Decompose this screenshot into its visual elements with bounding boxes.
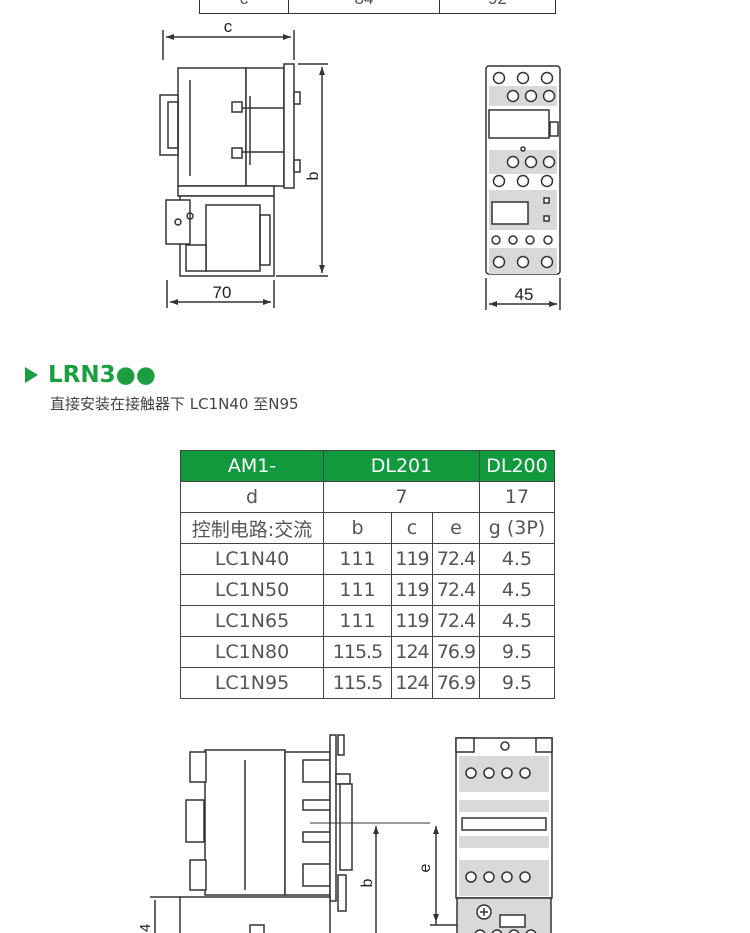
table-cell: 76.9 (432, 636, 480, 668)
table-cell: LC1N50 (180, 574, 324, 606)
dimension-c-label: c (224, 17, 233, 36)
table-row: c 84 92 (199, 0, 556, 14)
section-subtitle: 直接安装在接触器下 LC1N40 至N95 (50, 395, 299, 413)
header-cell-dl200: DL200 (479, 450, 555, 482)
table-row: LC1N95 115.5 124 76.9 9.5 (180, 667, 555, 699)
table-cell: 9.5 (479, 636, 555, 668)
top-dimension-table: c 84 92 (199, 0, 556, 14)
table-cell: 111 (323, 605, 392, 637)
section-title: LRN3●● (25, 362, 156, 388)
table-cell: LC1N40 (180, 543, 324, 575)
table-cell: 4.5 (479, 543, 555, 575)
table-cell: 119 (391, 543, 433, 575)
table-cell: 72.4 (432, 543, 480, 575)
table-row: 控制电路:交流 b c e g (3P) (180, 512, 555, 544)
table-row: LC1N80 115.5 124 76.9 9.5 (180, 636, 555, 668)
section-title-text: LRN3●● (48, 362, 156, 388)
table-cell: LC1N95 (180, 667, 324, 699)
table-cell: d (180, 481, 324, 513)
table-cell: LC1N80 (180, 636, 324, 668)
triangle-bullet-icon (25, 367, 38, 383)
header-cell-am1: AM1- (180, 450, 324, 482)
dimension-4-label: 4 (137, 924, 154, 932)
table-row: LC1N65 111 119 72.4 4.5 (180, 605, 555, 637)
table-cell: 92 (439, 0, 556, 14)
table-cell: 4.5 (479, 605, 555, 637)
header-cell-dl201: DL201 (323, 450, 480, 482)
table-cell: 控制电路:交流 (180, 512, 324, 544)
spec-table: AM1- DL201 DL200 d 7 17 控制电路:交流 b c e g … (180, 450, 555, 699)
table-cell: LC1N65 (180, 605, 324, 637)
table-cell: 76.9 (432, 667, 480, 699)
table-cell: b (323, 512, 392, 544)
table-cell: 72.4 (432, 574, 480, 606)
table-row: LC1N40 111 119 72.4 4.5 (180, 543, 555, 575)
dimension-70-label: 70 (213, 283, 232, 302)
dimension-b-label: b (359, 878, 376, 887)
table-header-row: AM1- DL201 DL200 (180, 450, 555, 482)
contactor-side-view-drawing: c b 70 45 (159, 17, 561, 310)
table-cell: 72.4 (432, 605, 480, 637)
dimension-b-label: b (305, 171, 322, 180)
table-cell: 17 (479, 481, 555, 513)
dimension-e-label: e (417, 863, 434, 872)
table-row: d 7 17 (180, 481, 555, 513)
table-cell: 124 (391, 667, 433, 699)
table-cell: 9.5 (479, 667, 555, 699)
table-cell: 119 (391, 574, 433, 606)
table-cell: g (3P) (479, 512, 555, 544)
table-cell: e (432, 512, 480, 544)
dimension-45-label: 45 (515, 285, 534, 304)
table-cell: 115.5 (323, 636, 392, 668)
